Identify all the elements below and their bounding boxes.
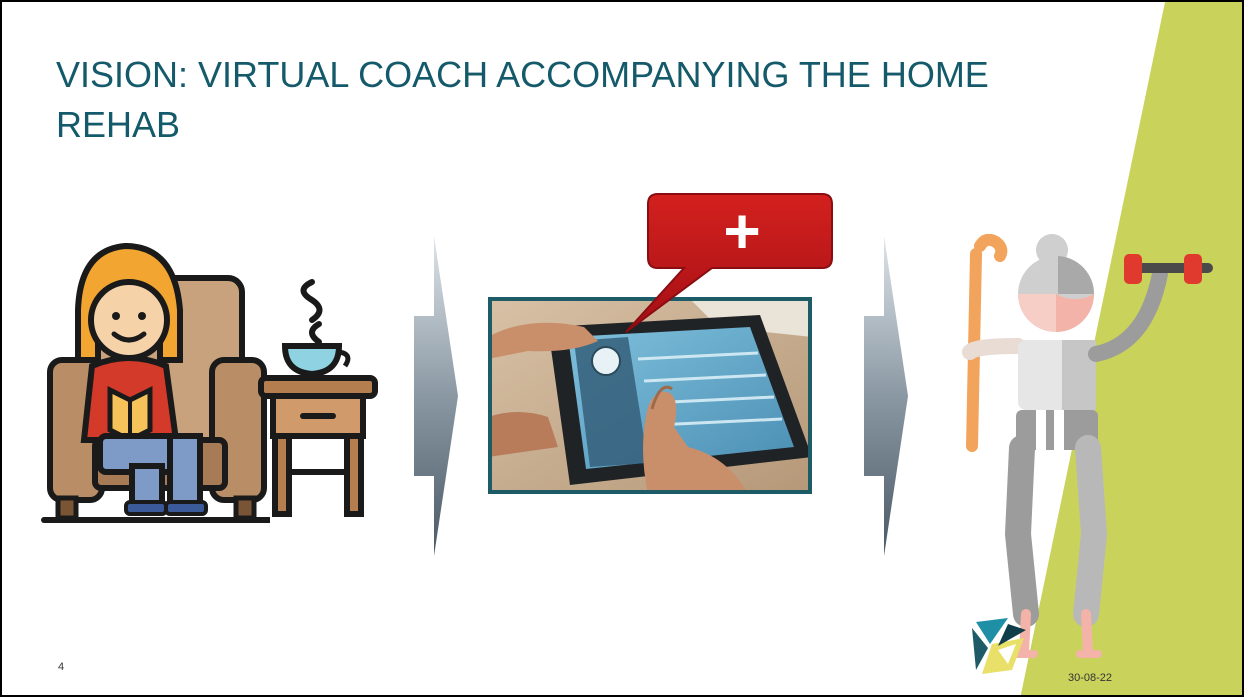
person-reading-in-armchair-illustration — [41, 242, 270, 523]
hand-using-tablet-photo — [488, 297, 812, 494]
slide-date: 30-08-22 — [1068, 672, 1113, 684]
speech-callout-shape — [625, 193, 833, 333]
slide-number: 4 — [58, 661, 65, 673]
side-table-with-steaming-cup-illustration — [258, 279, 378, 517]
callout-plus-label: + — [723, 195, 761, 267]
elderly-woman-with-cane-and-dumbbell-illustration — [962, 234, 1213, 658]
process-arrow-1 — [414, 236, 458, 556]
organization-logo — [972, 618, 1026, 674]
process-arrow-2 — [864, 236, 908, 556]
slide-title: VISION: VIRTUAL COACH ACCOMPANYING THE H… — [56, 54, 989, 145]
